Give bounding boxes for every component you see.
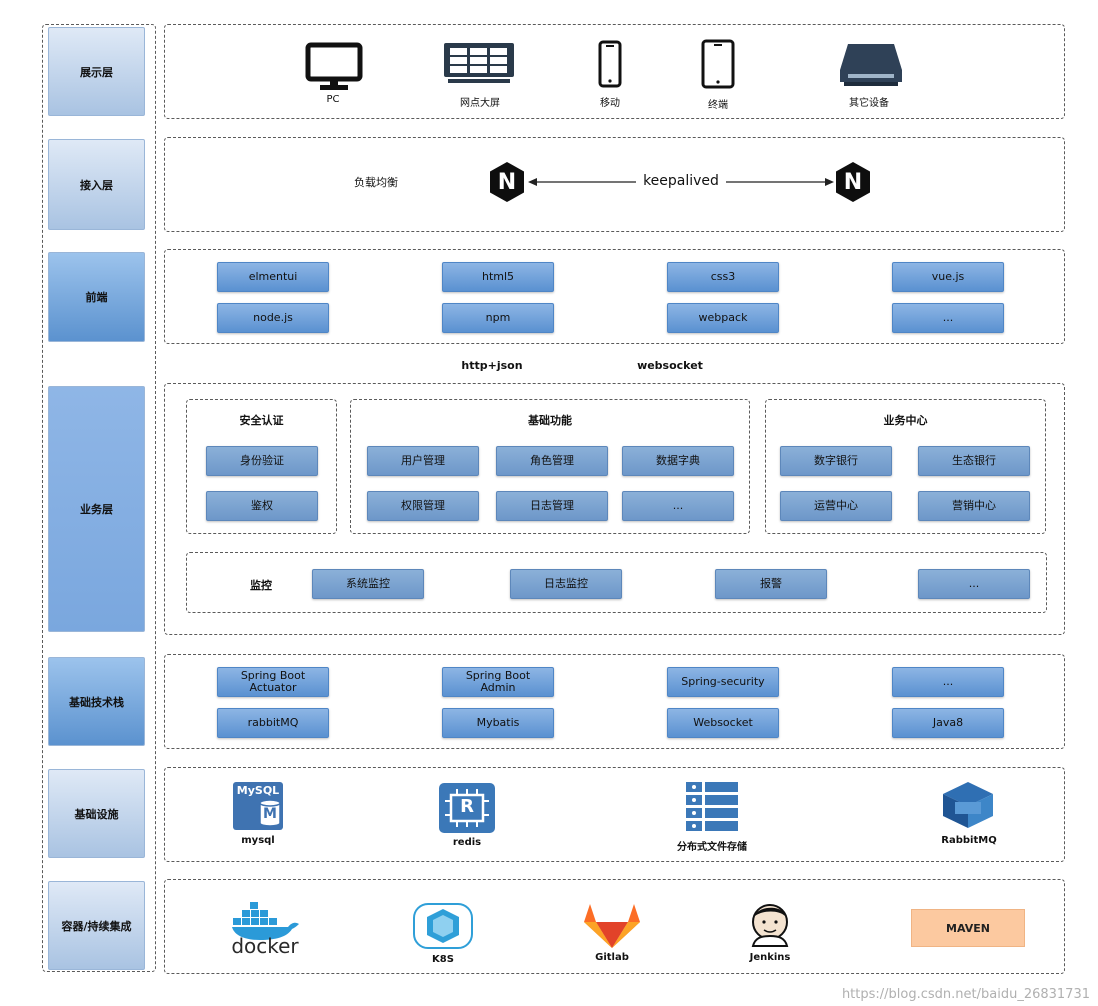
tech-item: Websocket	[667, 708, 779, 738]
docker-label: docker	[231, 934, 299, 958]
jenkins-icon	[751, 904, 789, 947]
monitor-item: 系统监控	[312, 569, 424, 599]
other-device-icon	[840, 44, 902, 86]
layer-label-frontend: 前端	[48, 252, 145, 342]
frontend-item: npm	[442, 303, 554, 333]
frontend-panel	[164, 249, 1065, 344]
basic-item: 日志管理	[496, 491, 608, 521]
redis-label: redis	[452, 837, 482, 848]
basic-item: ...	[622, 491, 734, 521]
monitor-item: 报警	[715, 569, 827, 599]
mobile-icon	[598, 40, 622, 88]
frontend-item: node.js	[217, 303, 329, 333]
maven-badge: MAVEN	[911, 909, 1025, 947]
tablet-icon	[701, 39, 735, 89]
monitor-item: 日志监控	[510, 569, 622, 599]
redis-logo-letter: R	[460, 796, 474, 817]
tech-item: rabbitMQ	[217, 708, 329, 738]
center-group	[765, 399, 1046, 534]
protocol-websocket: websocket	[637, 359, 703, 372]
infra-panel	[164, 767, 1065, 862]
redis-icon	[439, 783, 495, 833]
monitor-item: ...	[918, 569, 1030, 599]
basic-group	[350, 399, 750, 534]
business-panel	[164, 383, 1065, 635]
security-item: 鉴权	[206, 491, 318, 521]
layer-label-business: 业务层	[48, 386, 145, 632]
mysql-label: mysql	[241, 835, 275, 846]
mysql-m-letter: M	[263, 806, 277, 822]
tech-stack-panel	[164, 654, 1065, 749]
keepalived-label: keepalived	[636, 172, 726, 190]
layer-label-container: 容器/持续集成	[48, 881, 145, 970]
frontend-item: ...	[892, 303, 1004, 333]
tech-item: Mybatis	[442, 708, 554, 738]
layer-label-tech-stack: 基础技术栈	[48, 657, 145, 746]
tech-item: ...	[892, 667, 1004, 697]
docker-icon	[232, 902, 299, 940]
rabbitmq-icon	[943, 782, 993, 828]
monitor-title: 监控	[250, 579, 272, 592]
layer-label-infra: 基础设施	[48, 769, 145, 858]
display-mobile-label: 移动	[600, 98, 620, 109]
nginx-left-letter: N	[497, 169, 517, 195]
basic-item: 用户管理	[367, 446, 479, 476]
basic-title: 基础功能	[528, 414, 572, 427]
file-storage-icon	[686, 782, 738, 831]
access-panel	[164, 137, 1065, 232]
frontend-item: elmentui	[217, 262, 329, 292]
protocol-http: http+json	[461, 359, 523, 372]
gitlab-label: Gitlab	[595, 952, 629, 963]
display-panel	[164, 24, 1065, 119]
container-panel	[164, 879, 1065, 974]
basic-item: 数据字典	[622, 446, 734, 476]
k8s-icon	[413, 903, 473, 949]
gitlab-icon	[584, 904, 640, 948]
security-item: 身份验证	[206, 446, 318, 476]
big-screen-icon	[444, 43, 514, 83]
frontend-item: webpack	[667, 303, 779, 333]
tech-item: Spring-security	[667, 667, 779, 697]
watermark: https://blog.csdn.net/baidu_26831731	[841, 987, 1090, 1002]
tech-item: Java8	[892, 708, 1004, 738]
basic-item: 权限管理	[367, 491, 479, 521]
display-other-label: 其它设备	[849, 98, 889, 109]
layer-label-access: 接入层	[48, 139, 145, 230]
center-item: 营销中心	[918, 491, 1030, 521]
center-item: 运营中心	[780, 491, 892, 521]
display-big-screen-label: 网点大屏	[460, 98, 500, 109]
display-pc-label: PC	[326, 94, 340, 105]
nginx-left-icon	[490, 162, 524, 202]
tech-item: Spring Boot Actuator	[217, 667, 329, 697]
nginx-right-icon	[836, 162, 870, 202]
load-balance-label: 负载均衡	[354, 176, 398, 189]
file-storage-label: 分布式文件存储	[677, 842, 747, 853]
basic-item: 角色管理	[496, 446, 608, 476]
mysql-logo-text: MySQL	[236, 784, 280, 797]
frontend-item: css3	[667, 262, 779, 292]
security-group	[186, 399, 337, 534]
tech-item: Spring Boot Admin	[442, 667, 554, 697]
display-terminal-label: 终端	[708, 100, 728, 111]
k8s-label: K8S	[432, 954, 454, 965]
center-item: 生态银行	[918, 446, 1030, 476]
layer-column	[42, 24, 156, 972]
frontend-item: html5	[442, 262, 554, 292]
frontend-item: vue.js	[892, 262, 1004, 292]
center-title: 业务中心	[883, 414, 928, 427]
nginx-right-letter: N	[843, 169, 863, 195]
monitor-group	[186, 552, 1047, 613]
security-title: 安全认证	[239, 414, 284, 427]
jenkins-label: Jenkins	[749, 952, 791, 963]
monitor-icon	[305, 42, 363, 90]
rabbitmq-label: RabbitMQ	[941, 835, 997, 846]
center-item: 数字银行	[780, 446, 892, 476]
mysql-db-icon	[259, 799, 281, 827]
layer-label-display: 展示层	[48, 27, 145, 116]
